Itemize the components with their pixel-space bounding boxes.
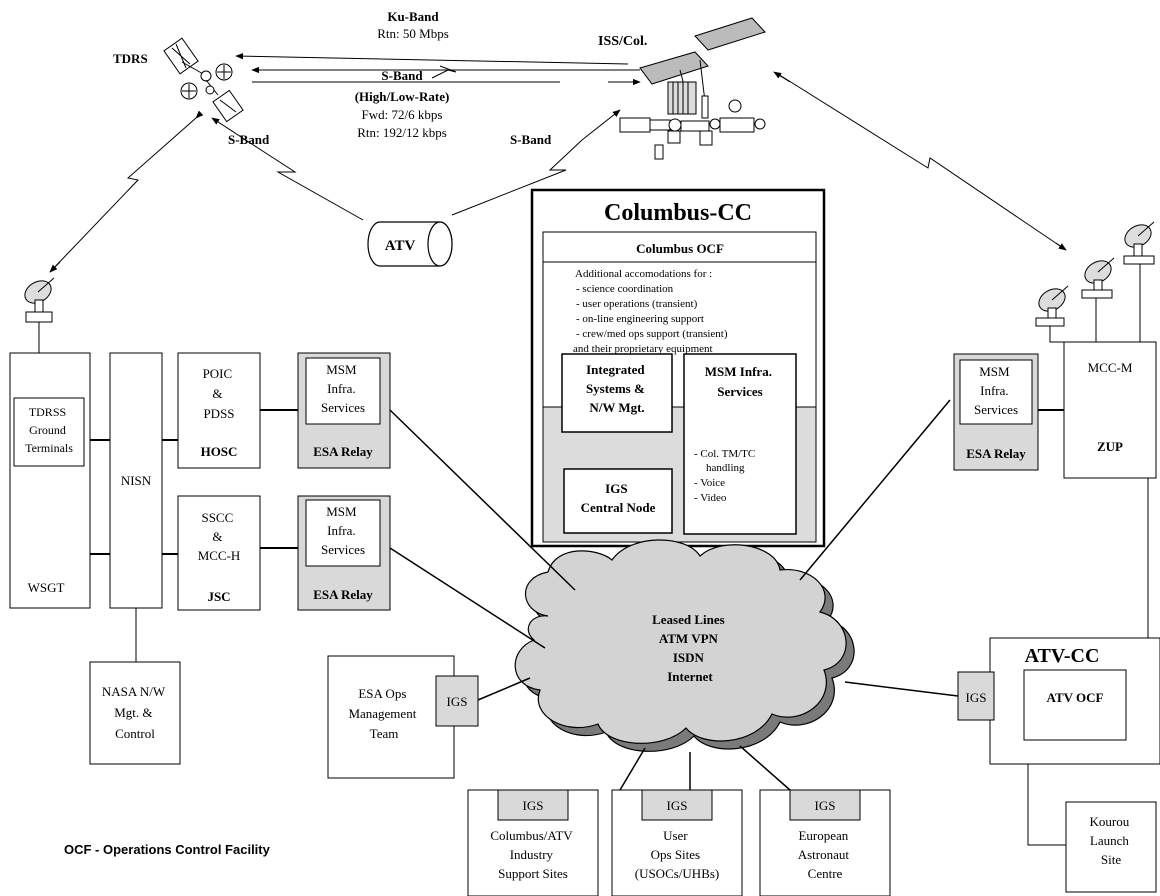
nasa-nw-box [89,661,181,765]
atv-cc-title: ATV-CC [1025,645,1100,667]
site-user-ops-label: User Ops Sites (USOCs/UHBs) [635,828,720,881]
network-labels: Leased Lines ATM VPN ISDN Internet [652,612,728,684]
fwd-rate-label: Fwd: 72/6 kbps [362,107,443,122]
accommodations-text: Additional accomodations for : - science… [573,268,730,355]
network-cloud [514,539,855,752]
tdrs-iss-links [235,52,641,86]
poic-label: POIC & PDSS [203,366,236,421]
atv-ocf-label: ATV OCF [1047,690,1104,705]
site-user-ops: IGS User Ops Sites (USOCs/UHBs) [611,789,743,896]
tdrss-terminals-label: TDRSS Ground Terminals [25,405,73,455]
footnote: OCF - Operations Control Facility [64,842,271,857]
msm-relay-hosc-label: MSM Infra. Services [321,362,365,415]
tdrs-satellite-icon [163,37,244,123]
hosc-box [177,352,261,469]
msm-relay-zup-label: MSM Infra. Services [974,364,1018,417]
site-astronaut-igs-box [789,789,861,821]
rtn-rate-label: Rtn: 192/12 kbps [357,125,447,140]
esa-ops-box [327,655,455,779]
esa-ops-igs-box [435,675,479,727]
msm-infra-services-box [683,353,797,535]
jsc-box [177,495,261,611]
atv-cc-igs-label: IGS [966,690,987,705]
tdrss-terminals-box [13,397,85,467]
site-industry: IGS Columbus/ATV Industry Support Sites [467,789,599,896]
columbus-cc-title: Columbus-CC [604,200,752,226]
esa-relay-hosc-label: ESA Relay [313,444,373,459]
sscc-label: SSCC & MCC-H [198,510,241,563]
mcc-m-box [1063,341,1157,479]
ku-rtn-label: Rtn: 50 Mbps [377,26,449,41]
atv-cc-igs-box [957,671,995,721]
integrated-systems-box [561,353,673,433]
msm-relay-zup-box [959,359,1033,425]
igs-central-node-label: IGS Central Node [581,481,656,515]
ground-space-links [49,71,1067,273]
iss-label: ISS/Col. [598,34,647,49]
site-astronaut-box [759,789,891,896]
site-industry-label: Columbus/ATV Industry Support Sites [490,828,575,881]
esa-ops-label: ESA Ops Management Team [348,686,419,741]
site-user-ops-igs-label: IGS [667,798,688,813]
s-band-left-label: S-Band [228,132,270,147]
columbus-ocf-title: Columbus OCF [636,241,724,256]
cloud-connections [389,399,959,791]
esa-relay-zup-label: ESA Relay [966,446,1026,461]
site-user-ops-igs-box [641,789,713,821]
integrated-systems-label: Integrated Systems & N/W Mgt. [586,362,648,415]
nisn-label: NISN [121,473,152,488]
ku-band-label: Ku-Band [387,9,439,24]
esa-ops-igs-label: IGS [447,694,468,709]
wsgt-label: WSGT [28,580,65,595]
msm-relay-jsc-box [305,499,381,567]
kourou-box [1065,801,1157,893]
atv-s-band-links [211,109,621,221]
msm-infra-services-title: MSM Infra. Services [705,364,775,399]
s-band-top-label: S-Band [381,68,423,83]
nisn-box [109,352,163,609]
tdrs-label: TDRS [113,51,148,66]
zup-label: ZUP [1097,439,1123,454]
kourou-label: Kourou Launch Site [1090,814,1133,867]
msm-relay-hosc-box [305,357,381,425]
site-astronaut-igs-label: IGS [815,798,836,813]
atv-label: ATV [385,238,416,254]
s-band-right-label: S-Band [510,132,552,147]
esa-relay-jsc-label: ESA Relay [313,587,373,602]
msm-infra-services-items: - Col. TM/TC handling - Voice - Video [694,448,758,504]
atv-ocf-box [1023,669,1127,741]
jsc-label: JSC [207,589,230,604]
satellite-dishes-right-icon [1035,221,1155,327]
nasa-nw-label: NASA N/W Mgt. & Control [102,684,168,741]
site-astronaut-label: European Astronaut Centre [798,828,853,881]
hosc-label: HOSC [201,444,238,459]
satellite-dish-left-icon [24,277,55,353]
high-low-rate-label: (High/Low-Rate) [355,89,450,104]
site-industry-igs-label: IGS [523,798,544,813]
wsgt-box [9,352,91,609]
mcc-m-label: MCC-M [1088,360,1133,375]
site-industry-igs-box [497,789,569,821]
igs-central-node-box [563,468,673,534]
atv-vehicle-icon [367,221,453,267]
msm-relay-jsc-label: MSM Infra. Services [321,504,365,557]
site-astronaut-centre: IGS European Astronaut Centre [759,789,891,896]
iss-station-icon [619,17,766,160]
